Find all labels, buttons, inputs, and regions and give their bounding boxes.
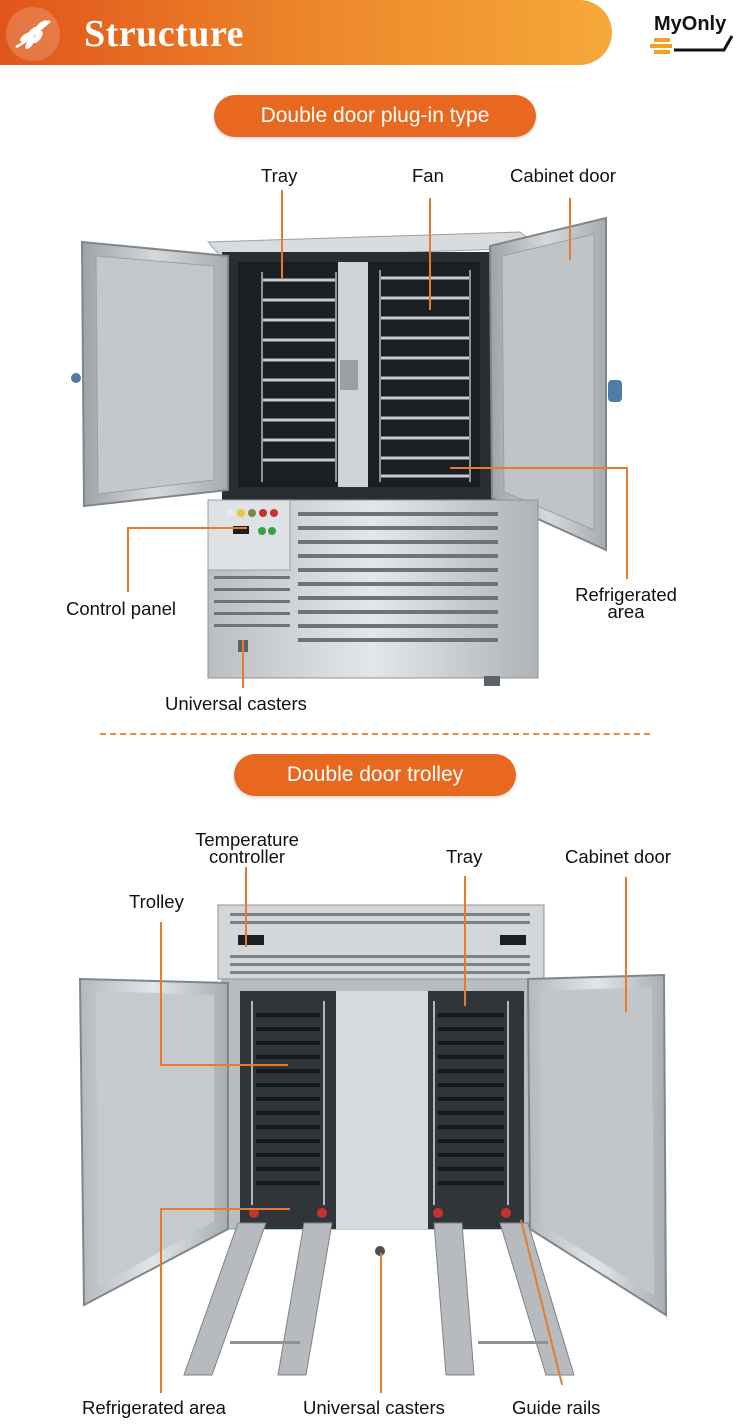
section-title-plugin: Double door plug-in type: [214, 95, 536, 137]
label-fan-1: Fan: [412, 165, 444, 186]
label-refrigerated-area-1: Refrigerated area: [566, 584, 686, 622]
leader-refrig-2-h: [160, 1208, 290, 1210]
label-cabinet-door-2: Cabinet door: [565, 846, 671, 867]
label-trolley: Trolley: [129, 891, 184, 912]
leader-door-2: [625, 877, 627, 1012]
leader-refrig-2-v: [160, 1208, 162, 1393]
leader-refrig-v: [626, 467, 628, 579]
wheat-icon: [6, 7, 60, 61]
leader-casters-2: [380, 1253, 382, 1393]
trolley-cabinet-illustration: [78, 904, 668, 1376]
label-refrigerated-area-2: Refrigerated area: [82, 1397, 226, 1418]
label-universal-casters-1: Universal casters: [165, 693, 307, 714]
label-guide-rails: Guide rails: [512, 1397, 601, 1418]
leader-temp-controller: [245, 867, 247, 947]
label-temperature-controller-line2: controller: [208, 846, 286, 867]
leader-tray-2: [464, 876, 466, 1006]
leader-trolley-v: [160, 922, 162, 1065]
section-divider: [100, 733, 650, 735]
label-refrigerated-area-1-line1: Refrigerated: [575, 584, 677, 605]
leader-casters-1: [242, 640, 244, 688]
label-temperature-controller-line1: Temperature: [195, 829, 299, 850]
header-banner: Structure: [0, 0, 612, 65]
svg-text:MyOnly: MyOnly: [654, 13, 727, 35]
label-refrigerated-area-1-line2: area: [607, 601, 645, 622]
page-title: Structure: [84, 13, 244, 55]
leader-control-v: [127, 528, 129, 592]
label-control-panel: Control panel: [66, 598, 177, 619]
leader-control-h: [127, 527, 247, 529]
label-temperature-controller: Temperature controller: [177, 829, 317, 867]
leader-refrig-h: [450, 467, 628, 469]
brand-logo: MyOnly: [640, 6, 750, 64]
section-title-trolley: Double door trolley: [234, 754, 516, 796]
label-tray-1: Tray: [261, 165, 298, 186]
leader-fan-1: [429, 198, 431, 310]
plugin-cabinet-illustration: [71, 216, 622, 686]
leader-trolley-h: [160, 1064, 288, 1066]
leader-door-1: [569, 198, 571, 260]
label-cabinet-door-1: Cabinet door: [510, 165, 616, 186]
leader-tray-1: [281, 190, 283, 278]
label-tray-2: Tray: [446, 846, 483, 867]
label-universal-casters-2: Universal casters: [303, 1397, 445, 1418]
